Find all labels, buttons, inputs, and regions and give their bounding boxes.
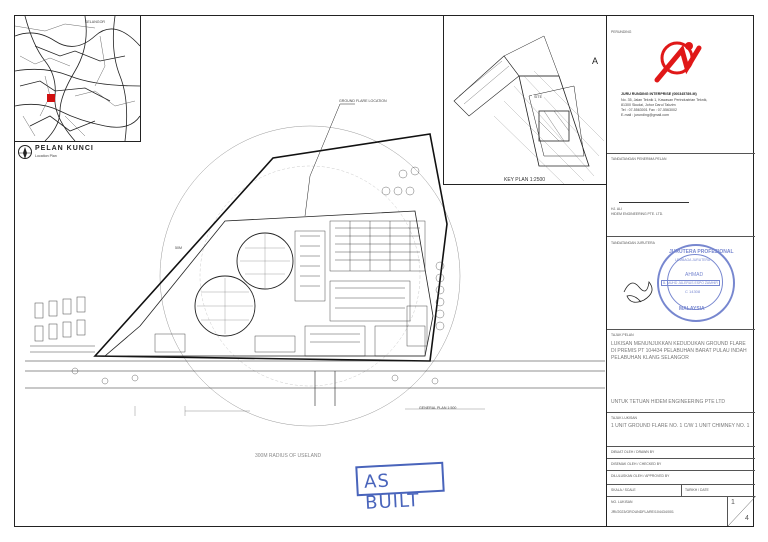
- signer-name: HJ. ALI: [611, 207, 622, 211]
- drawing-title: 1 UNIT GROUND FLARE NO. 1 C/W 1 UNIT CHI…: [611, 423, 750, 429]
- professional-seal: JURUTERA PROFESIONAL LEMBAGA JURUTERA AH…: [657, 244, 735, 322]
- project-title: LUKISAN MENUNJUKKAN KEDUDUKAN GROUND FLA…: [611, 341, 747, 361]
- key-plan: A SITE KEY PLAN 1:2500: [443, 16, 607, 185]
- drawing-no-label: NO. LUKISAN: [611, 500, 633, 504]
- firm-logo: [654, 41, 702, 83]
- access-road: [25, 360, 605, 406]
- consultant-header: PERUNDING: [611, 30, 632, 34]
- as-built-stamp: AS BUILT: [355, 461, 445, 514]
- signer-company: HIDEM ENGINEERING PTE. LTD.: [611, 212, 664, 216]
- drawing-number: JRI/2023/GROUNDFLARE/104434/001: [611, 510, 674, 514]
- seal-name-2: B. MUHD JALERUS ESPO ZAMHIR: [661, 280, 720, 286]
- storage-tank-1: [236, 232, 294, 290]
- title-label: TAJUK PELAN: [611, 333, 634, 337]
- approved-by-label: DILULUSKAN OLEH / APPROVED BY: [611, 474, 670, 478]
- verify-label: TANDATANGAN JURUTERA: [611, 241, 655, 245]
- key-plan-site-label: SITE: [532, 95, 544, 99]
- radius-circle: [159, 125, 461, 427]
- radius-inner-label: 50M: [175, 246, 182, 250]
- drawing-sheet: SELANGOR PELAN KUNCI Location Plan A SI: [14, 15, 756, 527]
- scale-label: SKALA / SCALE: [611, 488, 636, 492]
- dimension-marks: [134, 406, 485, 416]
- process-equipment: [154, 220, 428, 357]
- date-label: TARIKH / DATE: [685, 488, 709, 492]
- checked-by-label: DISEMAK OLEH / CHECKED BY: [611, 462, 662, 466]
- seal-number: C 14308: [685, 289, 701, 294]
- engineer-signature: [623, 281, 653, 303]
- location-map: SELANGOR: [15, 16, 141, 142]
- firm-name: JURU RUNDING INTERPRISE (000345789-M): [621, 92, 697, 96]
- firm-address-2: 81300 Skudai, Johor Darul Takzim: [621, 103, 676, 107]
- compass-icon: [18, 145, 32, 159]
- sheet-number: 1: [731, 499, 735, 506]
- seal-bottom: MALAYSIA: [679, 306, 705, 312]
- firm-address-1: No. 35, Jalan Teknik 1, Kawasan Perindus…: [621, 98, 708, 102]
- site-plan: [25, 103, 605, 427]
- sheet-total: 4: [745, 515, 749, 522]
- radius-note: 300M RADIUS OF USELAND: [255, 453, 322, 459]
- firm-tel: Tel : 07-5563001 Fax : 07-5563002: [621, 108, 677, 112]
- ground-flare-leader: [304, 103, 341, 217]
- seal-top: JURUTERA PROFESIONAL: [669, 249, 734, 255]
- as-built-stamp-text: AS BUILT: [363, 470, 421, 514]
- ground-flare-label: GROUND FLARE LOCATION: [339, 99, 387, 103]
- location-map-caption: PELAN KUNCI: [35, 145, 94, 152]
- approval-label: TANDATANGAN PENERIMA PELAN: [611, 157, 667, 161]
- site-boundary: [93, 133, 448, 362]
- title-block: PERUNDING JURU RUNDING INTERPRISE (00034…: [606, 16, 756, 526]
- key-plan-caption: KEY PLAN 1:2500: [504, 177, 546, 183]
- drawn-by-label: DIBUAT OLEH / DRAWN BY: [611, 450, 655, 454]
- storage-tank-2: [194, 275, 256, 337]
- sheet-box: 1 4: [727, 496, 756, 526]
- landscape-trees: [71, 166, 445, 385]
- location-map-roads: [15, 16, 140, 141]
- seal-sub: LEMBAGA JURUTERA: [675, 258, 711, 262]
- jetty-piles: [30, 296, 95, 353]
- radius-circle-inner: [199, 165, 421, 387]
- site-marker: [47, 94, 55, 102]
- firm-email: E-mail : jurunding@gmail.com: [621, 113, 669, 117]
- map-state-label: SELANGOR: [85, 20, 105, 24]
- drawing-title-label: TAJUK LUKISAN: [611, 416, 637, 420]
- plant-area: [103, 210, 434, 357]
- client-line: UNTUK TETUAN HIDEM ENGINEERING PTE LTD: [611, 399, 725, 405]
- tank-hatching: [197, 234, 290, 334]
- seal-name: AHMAD: [685, 272, 704, 278]
- location-map-subcaption: Location Plan: [35, 154, 57, 158]
- general-plan-scale: GENERAL PLAN 1:500: [419, 406, 457, 410]
- signature-line: [619, 202, 689, 203]
- key-plan-marker: A: [592, 56, 599, 66]
- key-plan-drawing: [453, 35, 605, 184]
